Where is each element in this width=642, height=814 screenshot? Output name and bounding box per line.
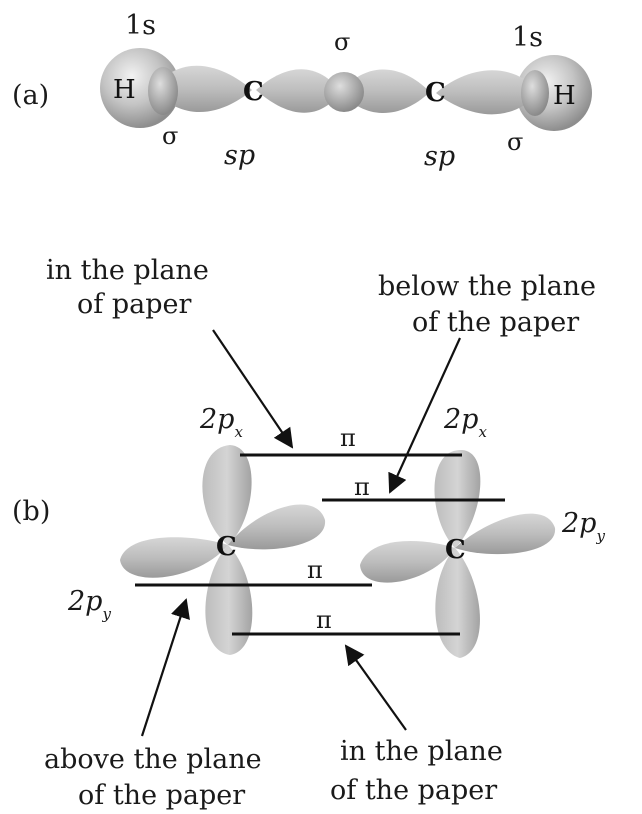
h-right-label: H xyxy=(553,81,576,111)
carbon-left-b-label: C xyxy=(216,532,237,562)
hybrid-sp-left: sp xyxy=(224,140,255,171)
part-a-label: (a) xyxy=(12,80,49,111)
arrow-top-left xyxy=(212,329,294,449)
callout-top-left-line2: of paper xyxy=(77,289,191,320)
orbital-1s-right: 1s xyxy=(512,22,543,53)
callout-bottom-left-line1: above the plane xyxy=(44,744,262,775)
sigma-right-label: σ xyxy=(507,128,523,156)
pi-label-1: π xyxy=(340,424,356,452)
sp-lobe-left-h xyxy=(152,65,252,113)
carbon-left-label: C xyxy=(243,77,264,107)
right-px-lower-lobe xyxy=(435,548,480,658)
carbon-right-label: C xyxy=(425,78,446,108)
part-b-label: (b) xyxy=(12,496,50,527)
callout-bottom-right-line1: in the plane xyxy=(340,736,503,767)
orbital-2py-left: 2py xyxy=(67,586,111,623)
orbital-1s-left: 1s xyxy=(125,10,156,41)
sigma-center-label: σ xyxy=(334,28,350,56)
callout-top-right-line2: of the paper xyxy=(412,307,579,338)
orbital-2px-left: 2px xyxy=(199,404,243,441)
part-a: (a) H H C C 1s 1s σ σ σ sp sp xyxy=(12,10,592,172)
pi-label-2: π xyxy=(354,473,370,501)
sp-lobe-right-h xyxy=(436,70,540,115)
sigma-overlap-center xyxy=(324,72,364,112)
callout-top-right-line1: below the plane xyxy=(378,271,596,302)
orbital-2px-right: 2px xyxy=(443,404,487,441)
arrow-bottom-left xyxy=(140,598,190,737)
left-px-upper-lobe xyxy=(202,445,252,545)
orbital-2py-right: 2py xyxy=(561,508,605,545)
left-py-right-lobe xyxy=(228,504,326,550)
callout-bottom-left-line2: of the paper xyxy=(78,780,245,811)
left-py-left-lobe xyxy=(120,537,228,578)
sigma-left-label: σ xyxy=(162,122,178,150)
right-py-right-lobe xyxy=(455,513,556,555)
hybrid-sp-right: sp xyxy=(424,141,455,172)
arrow-top-right xyxy=(388,337,462,494)
callout-top-left-line1: in the plane xyxy=(46,255,209,286)
carbon-left-p-orbitals xyxy=(120,445,326,655)
right-py-left-lobe xyxy=(360,541,455,583)
sigma-overlap-right xyxy=(521,70,549,116)
pi-label-3: π xyxy=(307,556,323,584)
pi-label-4: π xyxy=(316,606,332,634)
callout-bottom-right-line2: of the paper xyxy=(330,775,497,806)
left-px-lower-lobe xyxy=(205,545,253,655)
h-left-label: H xyxy=(113,75,136,105)
part-b: (b) C C π π π π 2px 2px 2py 2py xyxy=(12,255,605,811)
sp-lobe-left-c xyxy=(256,69,341,113)
sp-lobe-right-c xyxy=(341,69,430,113)
arrow-bottom-right xyxy=(344,644,407,731)
sigma-overlap-left xyxy=(148,67,178,115)
carbon-right-b-label: C xyxy=(445,535,466,565)
